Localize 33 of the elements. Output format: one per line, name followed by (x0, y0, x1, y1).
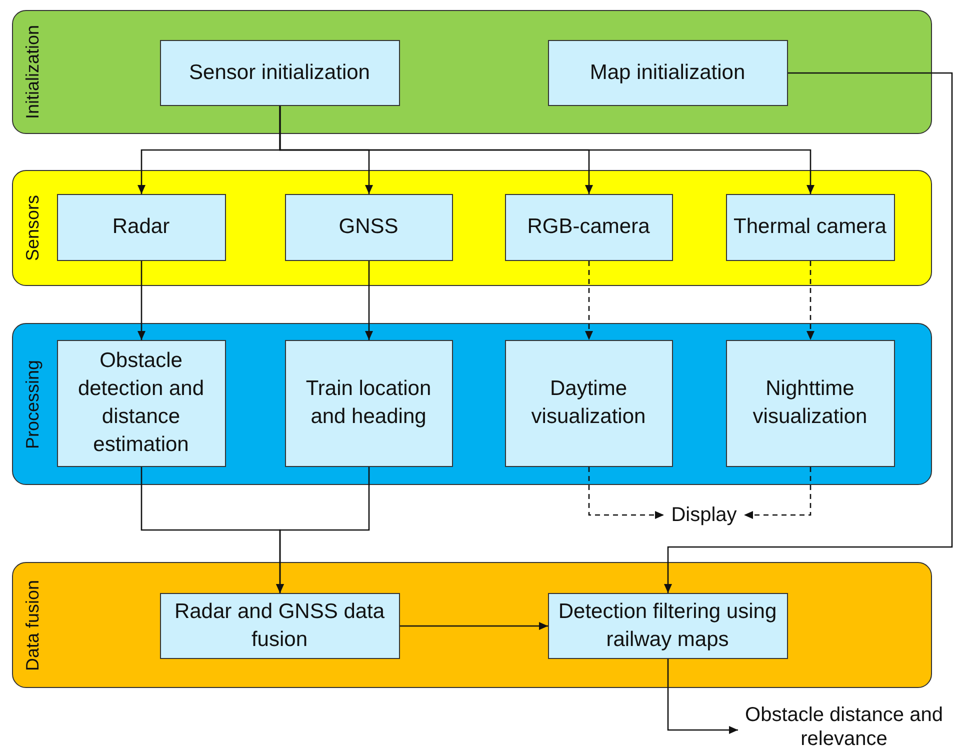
arrow (806, 261, 814, 340)
output-label: Display (664, 502, 744, 528)
process-box: Sensor initialization (160, 40, 400, 106)
stage-label: Processing (22, 358, 44, 451)
process-box: Daytime visualization (504, 340, 672, 466)
arrow (276, 467, 370, 593)
process-box: RGB-camera (504, 194, 672, 260)
stage-label: Sensors (22, 194, 44, 264)
arrow (365, 261, 373, 340)
stage-band (12, 170, 932, 286)
process-box: Detection filtering using railway maps (548, 592, 788, 658)
arrow (279, 106, 814, 194)
arrow (585, 261, 593, 340)
stage-label: Data fusion (22, 578, 44, 673)
process-box: Radar and GNSS data fusion (160, 592, 400, 658)
arrow (664, 72, 953, 593)
stage-band (12, 562, 932, 688)
process-box: Obstacle detection and distance estimation (56, 340, 226, 466)
process-box: Train location and heading (284, 340, 452, 466)
output-label: Obstacle distance and relevance (738, 702, 950, 752)
stage-band (12, 323, 932, 485)
arrow (588, 467, 664, 519)
arrow (138, 261, 146, 340)
process-box: GNSS (284, 194, 452, 260)
process-box: Thermal camera (726, 194, 894, 260)
arrow (667, 659, 738, 734)
process-box: Nighttime visualization (726, 340, 894, 466)
arrow (400, 622, 548, 630)
stage-band (12, 10, 932, 134)
stage-label: Initialization (22, 24, 44, 122)
process-box: Radar (56, 194, 226, 260)
arrow (744, 467, 812, 519)
process-box: Map initialization (548, 40, 788, 106)
